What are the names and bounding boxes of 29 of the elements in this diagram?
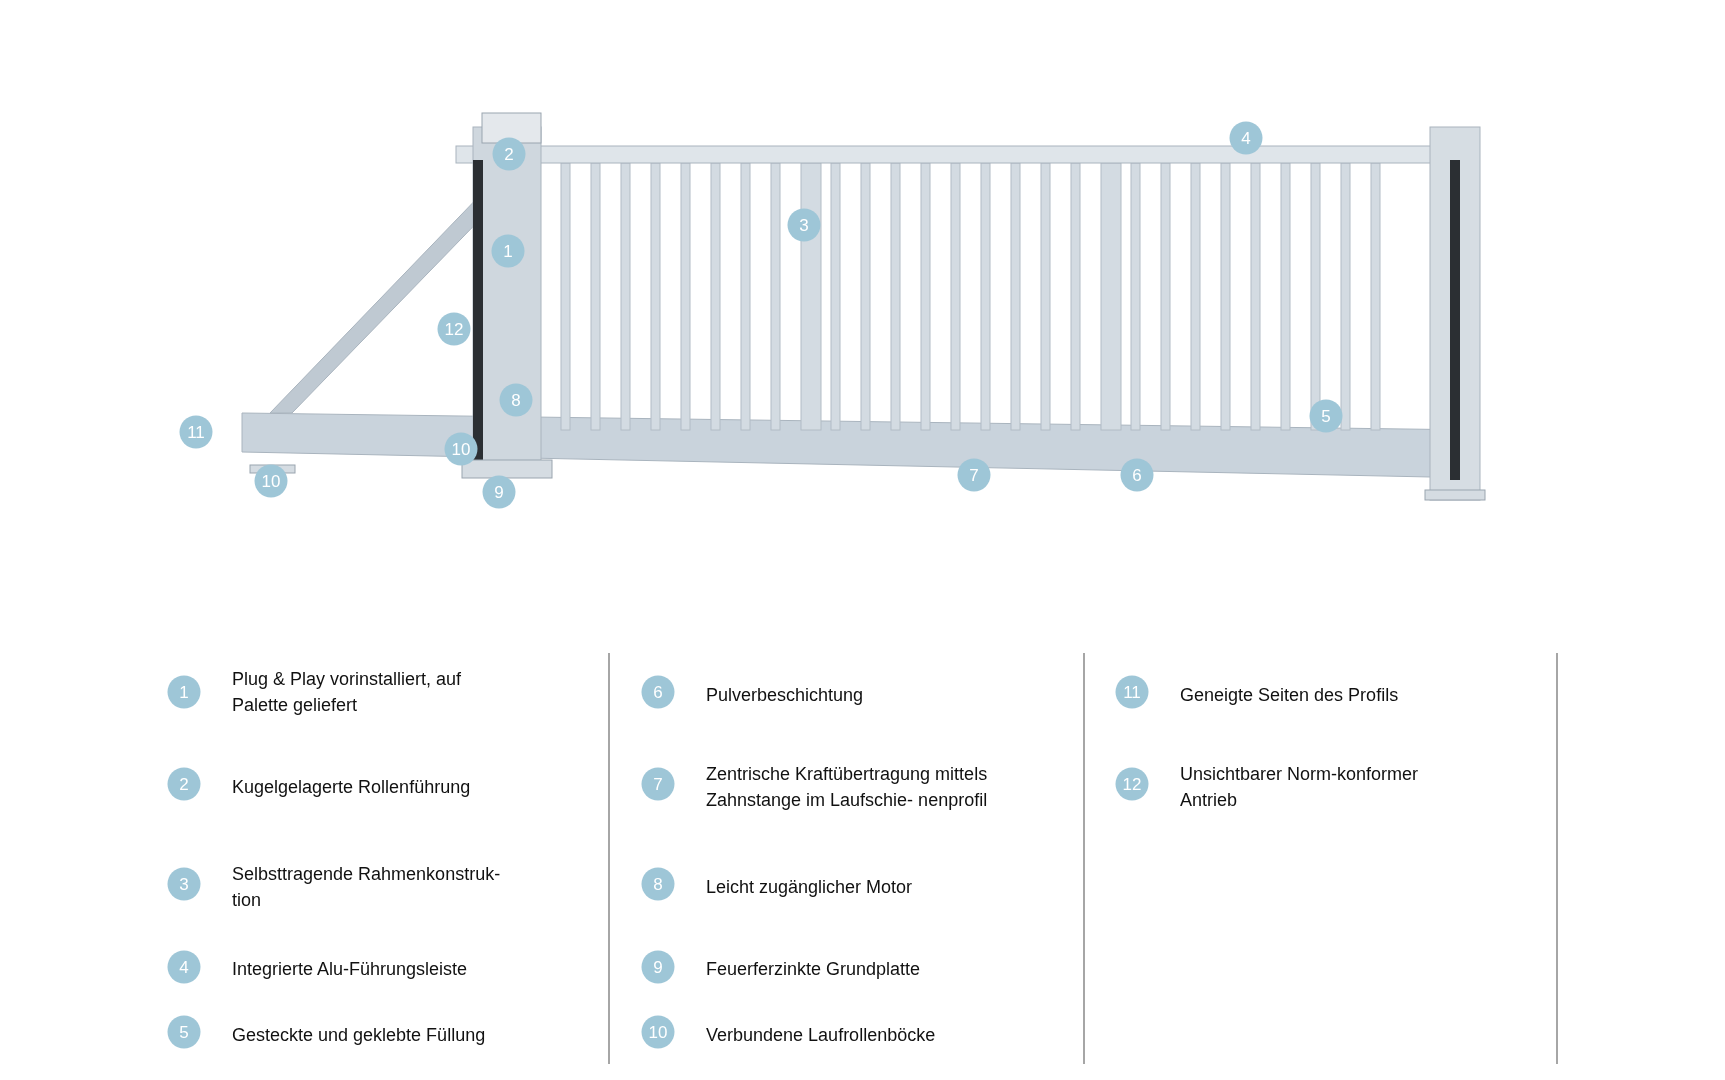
callout-number: 3 <box>167 867 201 901</box>
callout-number: 3 <box>787 208 821 242</box>
callout-number: 12 <box>437 312 471 346</box>
legend-text: Leicht zugänglicher Motor <box>706 876 914 899</box>
callout-number: 2 <box>167 767 201 801</box>
callout-number: 10 <box>641 1015 675 1049</box>
callout-number: 6 <box>641 675 675 709</box>
callout-number: 1 <box>167 675 201 709</box>
callout-number: 11 <box>1115 675 1149 709</box>
callout-number: 8 <box>641 867 675 901</box>
legend-text: Pulverbeschichtung <box>706 684 865 707</box>
legend-text: Zentrische Kraftübertragung mittels Zahnstange im Laufschie- nenprofil <box>706 763 989 812</box>
legend-text: Geneigte Seiten des Profils <box>1180 684 1400 707</box>
callout-number: 12 <box>1115 767 1149 801</box>
callout-number: 4 <box>1229 121 1263 155</box>
legend-text: Selbsttragende Rahmenkonstruk- tion <box>232 863 502 912</box>
legend-text: Integrierte Alu-Führungsleiste <box>232 958 469 981</box>
callout-number: 4 <box>167 950 201 984</box>
callout-number: 11 <box>179 415 213 449</box>
legend-text: Verbundene Laufrollenböcke <box>706 1024 937 1047</box>
legend-text: Unsichtbarer Norm-konformer Antrieb <box>1180 763 1420 812</box>
callout-number: 5 <box>167 1015 201 1049</box>
legend-text: Feuerferzinkte Grundplatte <box>706 958 922 981</box>
callout-number: 9 <box>482 475 516 509</box>
legend-text: Kugelgelagerte Rollenführung <box>232 776 472 799</box>
callout-number: 7 <box>641 767 675 801</box>
legend-text: Plug & Play vorinstalliert, auf Palette geliefert <box>232 668 463 717</box>
callout-number: 9 <box>641 950 675 984</box>
legend-text: Gesteckte und geklebte Füllung <box>232 1024 487 1047</box>
